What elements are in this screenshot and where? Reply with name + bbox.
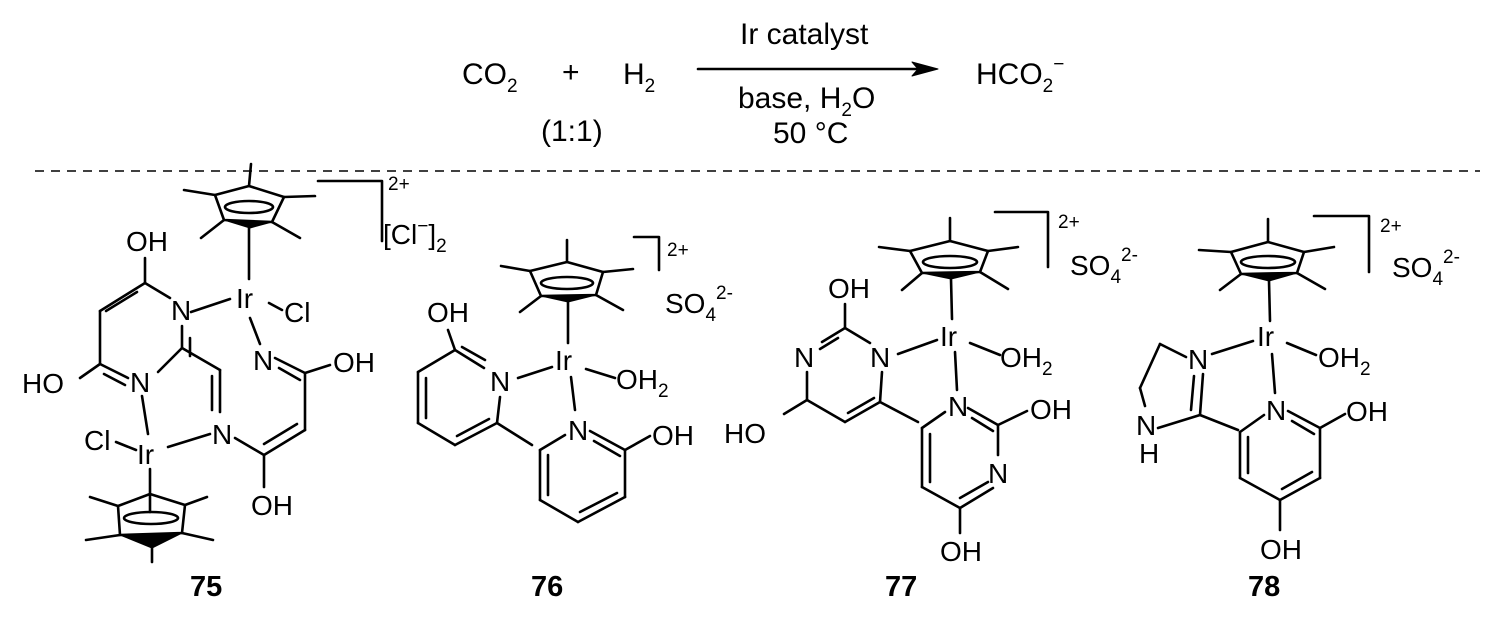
hydroxy-label: HO xyxy=(22,368,64,399)
hydroxy-label: OH xyxy=(1346,396,1388,427)
counterion-label: SO42- xyxy=(1070,245,1138,288)
cp-star-ligand xyxy=(1197,217,1336,292)
reactant-h2: H2 xyxy=(623,58,655,97)
nitrogen-label: N xyxy=(1136,410,1156,441)
reactant-co2: CO2 xyxy=(462,58,518,97)
cp-star-ligand-top xyxy=(182,162,317,240)
hydroxy-label: OH xyxy=(333,347,375,378)
aqua-ligand: OH2 xyxy=(1318,342,1371,380)
chloride-ligand-bottom: Cl xyxy=(84,425,110,456)
charge-label: 2+ xyxy=(1380,216,1402,237)
conditions-temperature: 50 °C xyxy=(773,117,848,150)
iridium-label: Ir xyxy=(555,345,572,376)
chloride-ligand-top: Cl xyxy=(284,297,310,328)
cp-star-ligand xyxy=(877,216,1020,292)
hydroxy-label: OH xyxy=(1030,394,1072,425)
nitrogen-label: N xyxy=(568,415,588,446)
reaction-equation: CO2 + H2 (1:1) Ir catalyst base, H2O 50 … xyxy=(462,18,1064,150)
iridium-label: Ir xyxy=(940,321,957,352)
compound-78: 2+ SO42- Ir OH2 N N H N OH OH 78 xyxy=(1136,214,1460,603)
hydroxy-label: OH xyxy=(828,273,870,304)
compound-77: 2+ SO42- Ir OH2 OH N N HO N OH N xyxy=(724,210,1138,603)
hydroxy-label: OH xyxy=(427,297,469,328)
compound-76: 2+ SO42- Ir OH2 OH N N OH 76 xyxy=(416,235,733,603)
aqua-ligand: OH2 xyxy=(1000,342,1053,380)
conditions-base-water: base, H2O xyxy=(738,82,875,121)
nitrogen-label: N xyxy=(1266,395,1286,426)
plus-sign: + xyxy=(562,56,580,89)
charge-label: 2+ xyxy=(388,174,410,195)
nitrogen-label: N xyxy=(212,419,232,450)
iridium-top-label: Ir xyxy=(236,283,253,314)
compound-75: Ir Cl 2+ [Cl−]2 OH N N HO N OH xyxy=(22,162,447,603)
hydroxy-label: HO xyxy=(724,418,766,449)
hydroxy-label: OH xyxy=(940,536,982,567)
nitrogen-label: N xyxy=(130,367,150,398)
hydrogen-label: H xyxy=(1139,438,1159,469)
hydroxy-label: OH xyxy=(251,490,293,521)
iridium-label: Ir xyxy=(1257,321,1274,352)
nitrogen-label: N xyxy=(253,345,273,376)
hydroxy-label: OH xyxy=(652,420,694,451)
cp-star-ligand-bottom xyxy=(84,492,215,564)
reaction-arrow xyxy=(696,61,939,77)
hydroxy-label: OH xyxy=(126,226,168,257)
ratio-label: (1:1) xyxy=(541,115,603,148)
compound-number: 76 xyxy=(531,571,563,603)
compound-number: 75 xyxy=(190,571,222,603)
aqua-ligand: OH2 xyxy=(616,364,669,402)
iridium-bottom-label: Ir xyxy=(137,439,154,470)
charge-label: 2+ xyxy=(667,240,689,261)
product-formate: HCO2− xyxy=(976,54,1064,97)
nitrogen-label: N xyxy=(948,391,968,422)
compound-number: 78 xyxy=(1248,571,1280,603)
hydroxy-label: OH xyxy=(1260,534,1302,565)
charge-label: 2+ xyxy=(1058,212,1080,233)
cp-star-ligand xyxy=(499,238,635,314)
nitrogen-label: N xyxy=(171,295,191,326)
nitrogen-label: N xyxy=(1188,344,1208,375)
nitrogen-label: N xyxy=(870,342,890,373)
nitrogen-label: N xyxy=(490,366,510,397)
compound-number: 77 xyxy=(885,571,917,603)
counterion-label: SO42- xyxy=(1392,247,1460,290)
counterion-label: [Cl−]2 xyxy=(383,216,447,257)
catalyst-label: Ir catalyst xyxy=(740,18,869,51)
counterion-label: SO42- xyxy=(665,283,733,326)
nitrogen-label: N xyxy=(794,342,814,373)
nitrogen-label: N xyxy=(988,458,1008,489)
